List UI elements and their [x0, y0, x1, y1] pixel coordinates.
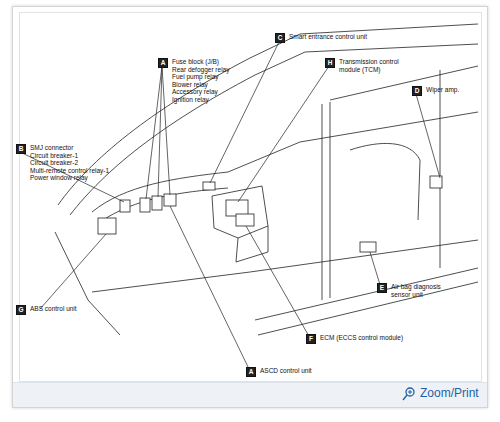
panel [12, 6, 488, 408]
part-name: Smart entrance control unit [289, 33, 401, 41]
callout-letter: C [275, 33, 285, 43]
callout-text-column: SMJ connectorCircuit breaker-1Circuit br… [30, 144, 142, 182]
callout: H Transmission control module (TCM) [325, 58, 411, 73]
callout: D Wiper amp. [412, 86, 488, 96]
toolbar [13, 382, 487, 407]
callout-letter: G [16, 305, 26, 315]
part-name: Blower relay [172, 81, 264, 89]
part-name: Air bag diagnosis sensor unit [391, 283, 451, 298]
callout-text-column: Fuse block (J/B)Rear defogger relayFuel … [172, 58, 264, 104]
part-name: ABS control unit [30, 305, 120, 313]
callout-letter: A [158, 58, 168, 68]
callout: E Air bag diagnosis sensor unit [377, 283, 451, 298]
part-name: ECM (ECCS control module) [320, 334, 432, 342]
callout-text-column: ASCD control unit [260, 367, 352, 375]
callout-text-column: Transmission control module (TCM) [339, 58, 411, 73]
callout-text-column: ECM (ECCS control module) [320, 334, 432, 342]
callout: G ABS control unit [16, 305, 120, 315]
callout: F ECM (ECCS control module) [306, 334, 432, 344]
part-name: Multi-remote control relay-1 [30, 167, 142, 175]
callout-text-column: ABS control unit [30, 305, 120, 313]
callout-letter: H [325, 58, 335, 68]
part-name: Circuit breaker-1 [30, 152, 142, 160]
callout: C Smart entrance control unit [275, 33, 401, 43]
callout-letter: D [412, 86, 422, 96]
diagram-frame [19, 12, 482, 382]
callout-text-column: Air bag diagnosis sensor unit [391, 283, 451, 298]
part-name: Rear defogger relay [172, 66, 264, 74]
callout-letter: B [16, 144, 26, 154]
callout-letter: F [306, 334, 316, 344]
callout-text-column: Wiper amp. [426, 86, 488, 94]
callout-letter: E [377, 283, 387, 293]
callout-letter: A [246, 367, 256, 377]
callout-text-column: Smart entrance control unit [289, 33, 401, 41]
part-name: Transmission control module (TCM) [339, 58, 411, 73]
callout: A ASCD control unit [246, 367, 352, 377]
zoom-label-holder: Zoom/Print [420, 386, 479, 400]
part-name: Fuse block (J/B) [172, 58, 264, 66]
part-name: SMJ connector [30, 144, 142, 152]
part-name: Wiper amp. [426, 86, 488, 94]
part-name: Ignition relay [172, 96, 264, 104]
zoom-print-link: Zoom/Print [420, 386, 479, 400]
callout: A Fuse block (J/B)Rear defogger relayFuel… [158, 58, 264, 104]
part-name: Fuel pump relay [172, 73, 264, 81]
part-name: ASCD control unit [260, 367, 352, 375]
callout: B SMJ connectorCircuit breaker-1Circuit b… [16, 144, 142, 182]
part-name: Accessory relay [172, 88, 264, 96]
part-name: Power window relay [30, 174, 142, 182]
part-name: Circuit breaker-2 [30, 159, 142, 167]
